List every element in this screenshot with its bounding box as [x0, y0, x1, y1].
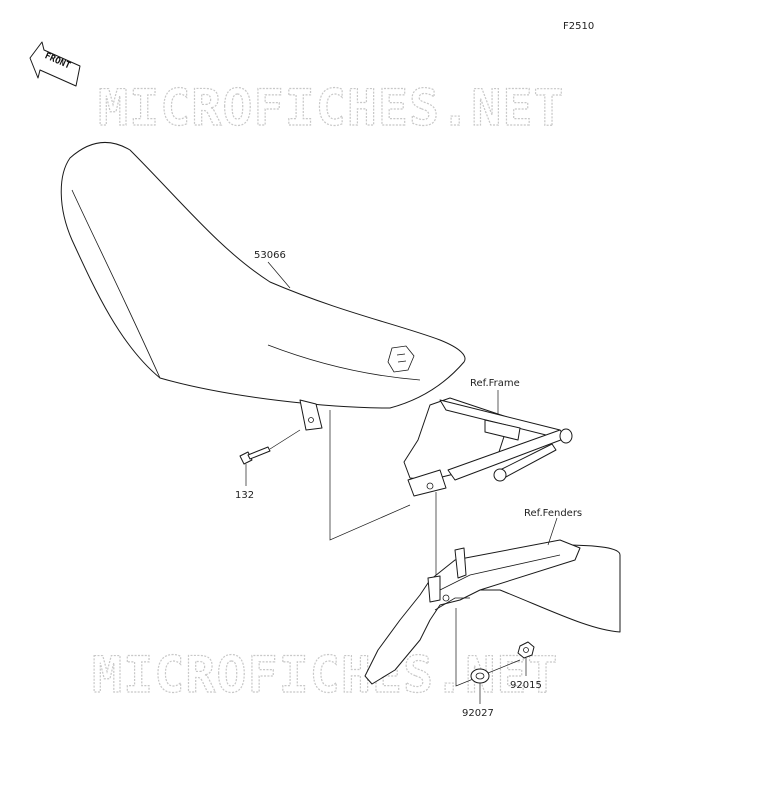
nut-part-number: 92015 — [510, 680, 542, 691]
frame-ref-label: Ref.Frame — [470, 378, 520, 389]
seat-leader — [267, 261, 291, 289]
seat-frame-guide-line — [329, 410, 411, 541]
fender-ref-label: Ref.Fenders — [524, 508, 582, 519]
washer-part-number: 92027 — [462, 708, 494, 719]
diagram-code: F2510 — [563, 21, 594, 32]
seat — [60, 141, 466, 431]
frame — [403, 397, 573, 497]
fender-bracket — [364, 539, 621, 685]
fastener-guide-line — [455, 608, 521, 687]
fender-ref-leader — [547, 517, 558, 546]
washer — [470, 668, 490, 684]
nut — [517, 641, 535, 659]
bolt-part-number: 132 — [235, 490, 254, 501]
seat-part-number: 53066 — [254, 250, 286, 261]
front-arrow-icon: FRONT — [29, 41, 81, 87]
watermark-top: MICROFICHES.NET — [98, 79, 565, 137]
bolt-guide-line — [269, 429, 301, 450]
bolt — [239, 446, 271, 465]
